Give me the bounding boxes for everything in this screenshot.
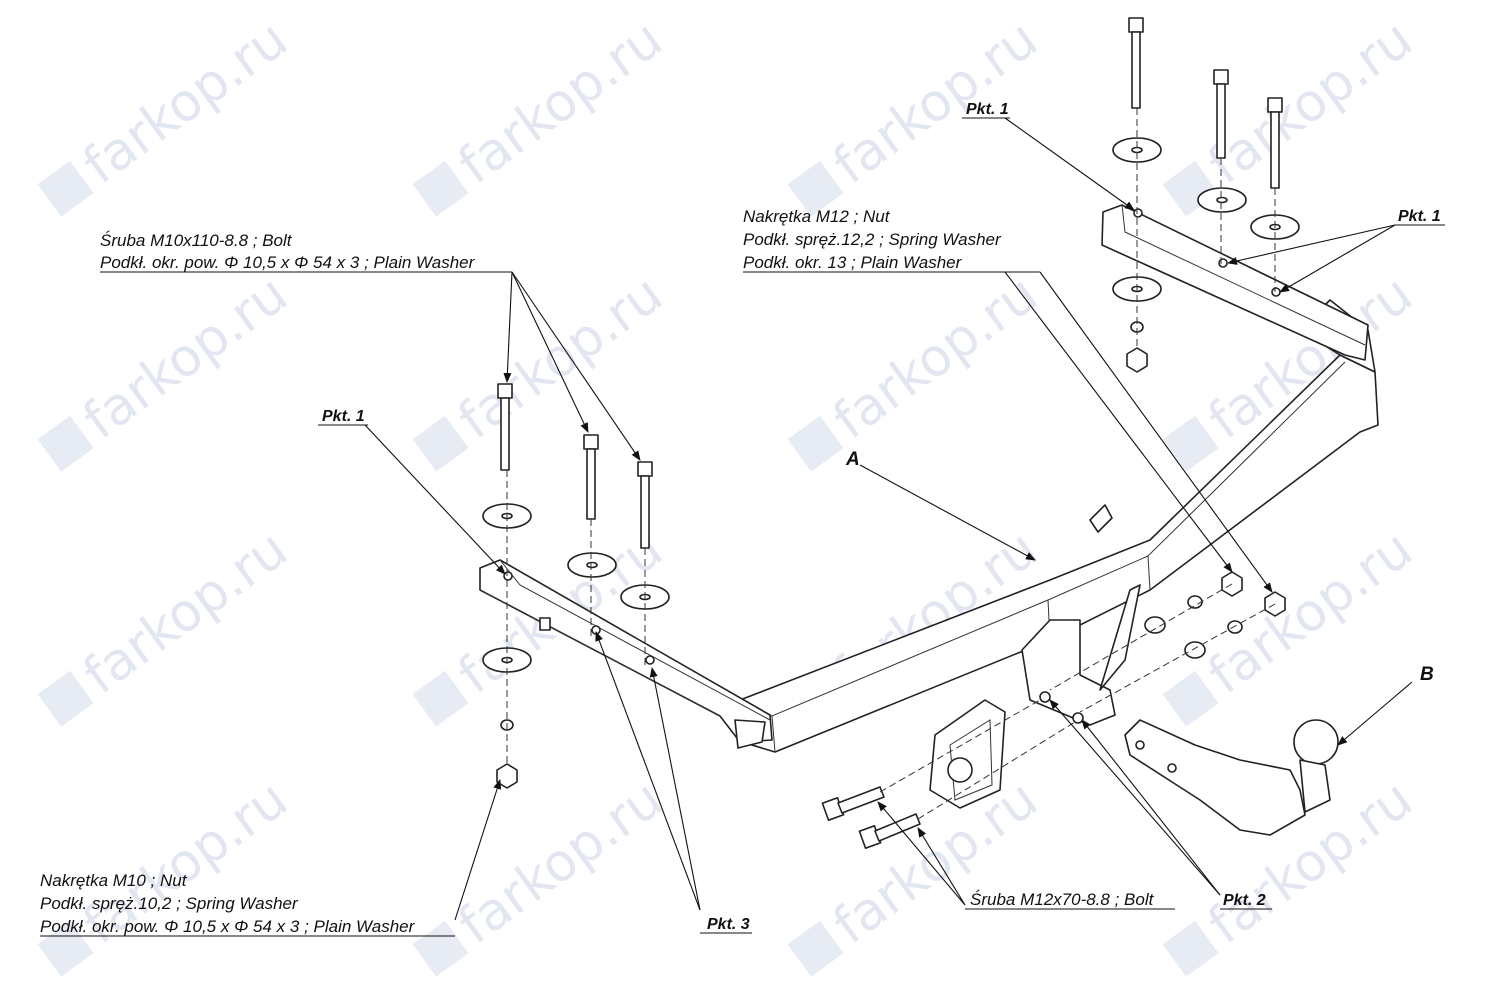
ball-neck-part-b bbox=[1124, 719, 1339, 836]
watermark-logo-icon bbox=[1162, 670, 1219, 727]
leader-lines bbox=[364, 117, 1413, 921]
watermark-logo-icon bbox=[787, 920, 844, 977]
callout-bolt-left-line2: Podkł. okr. pow. Φ 10,5 x Φ 54 x 3 ; Pla… bbox=[100, 253, 476, 272]
watermark-text: farkop.ru bbox=[73, 519, 299, 706]
watermark-text: farkop.ru bbox=[73, 264, 299, 451]
callout-nut-left-line1: Nakrętka M10 ; Nut bbox=[40, 871, 188, 890]
label-pkt1-right: Pkt. 1 bbox=[1398, 208, 1441, 225]
watermark-logo-icon bbox=[412, 670, 469, 727]
watermark-logo-icon bbox=[787, 415, 844, 472]
watermark-text: farkop.ru bbox=[448, 769, 674, 956]
label-part-b: B bbox=[1420, 664, 1434, 685]
right-bolts bbox=[1112, 17, 1300, 373]
watermark-text: farkop.ru bbox=[823, 264, 1049, 451]
watermark-logo-icon bbox=[412, 160, 469, 217]
callout-nut-right-line2: Podkł. spręż.12,2 ; Spring Washer bbox=[743, 230, 1002, 249]
watermark-tile: farkop.ru bbox=[37, 519, 299, 727]
callout-bolt-bottom-line1: Śruba M12x70-8.8 ; Bolt bbox=[970, 890, 1155, 909]
callout-nut-left-line2: Podkł. spręż.10,2 ; Spring Washer bbox=[40, 894, 299, 913]
watermark-logo-icon bbox=[1162, 920, 1219, 977]
watermark-logo-icon bbox=[37, 415, 94, 472]
watermark-tile: farkop.ru bbox=[787, 769, 1049, 977]
label-pkt1-left: Pkt. 1 bbox=[322, 408, 365, 425]
watermark-tile: farkop.ru bbox=[1162, 9, 1424, 217]
watermark-logo-icon bbox=[37, 920, 94, 977]
callout-nut-right-line3: Podkł. okr. 13 ; Plain Washer bbox=[743, 253, 963, 272]
watermark-logo-icon bbox=[37, 670, 94, 727]
watermark-logo-icon bbox=[412, 920, 469, 977]
left-bracket bbox=[479, 559, 773, 749]
callout-bolt-left: Śruba M10x110-8.8 ; Bolt Podkł. okr. pow… bbox=[100, 231, 512, 273]
watermark-logo-icon bbox=[412, 415, 469, 472]
watermark-tile: farkop.ru bbox=[37, 9, 299, 217]
watermark-logo-icon bbox=[1162, 415, 1219, 472]
label-pkt1-top: Pkt. 1 bbox=[966, 101, 1009, 118]
watermark-text: farkop.ru bbox=[1198, 9, 1424, 196]
watermark-tile: farkop.ru bbox=[412, 264, 674, 472]
watermark-tile: farkop.ru bbox=[37, 264, 299, 472]
callout-nut-left: Nakrętka M10 ; Nut Podkł. spręż.10,2 ; S… bbox=[40, 871, 455, 937]
callout-nut-left-line3: Podkł. okr. pow. Φ 10,5 x Φ 54 x 3 ; Pla… bbox=[40, 917, 416, 936]
label-pkt2: Pkt. 2 bbox=[1223, 892, 1266, 909]
watermark-logo-icon bbox=[787, 160, 844, 217]
watermark-text: farkop.ru bbox=[448, 9, 674, 196]
callout-bolt-bottom: Śruba M12x70-8.8 ; Bolt bbox=[965, 890, 1175, 910]
watermark-tile: farkop.ru bbox=[412, 769, 674, 977]
watermark-tile: farkop.ru bbox=[412, 9, 674, 217]
center-mounting-plate bbox=[1021, 504, 1141, 726]
watermark-tile: farkop.ru bbox=[787, 264, 1049, 472]
left-bolts bbox=[482, 383, 670, 789]
watermark-text: farkop.ru bbox=[73, 9, 299, 196]
electrical-socket-plate bbox=[929, 699, 1006, 809]
watermark-text: farkop.ru bbox=[823, 9, 1049, 196]
point-labels: Pkt. 1 Pkt. 1 Pkt. 1 Pkt. 2 Pkt. 3 bbox=[318, 101, 1445, 934]
part-labels: A B bbox=[845, 449, 1434, 685]
callout-nut-right: Nakrętka M12 ; Nut Podkł. spręż.12,2 ; S… bbox=[743, 207, 1040, 273]
callout-nut-right-line1: Nakrętka M12 ; Nut bbox=[743, 207, 891, 226]
label-pkt3: Pkt. 3 bbox=[707, 916, 750, 933]
watermark-logo-icon bbox=[37, 160, 94, 217]
callout-bolt-left-line1: Śruba M10x110-8.8 ; Bolt bbox=[100, 231, 293, 250]
watermark-text: farkop.ru bbox=[448, 264, 674, 451]
watermark-text: farkop.ru bbox=[1198, 519, 1424, 706]
label-part-a: A bbox=[845, 449, 860, 470]
plate-hardware bbox=[821, 571, 1286, 849]
right-bracket bbox=[1101, 204, 1369, 361]
